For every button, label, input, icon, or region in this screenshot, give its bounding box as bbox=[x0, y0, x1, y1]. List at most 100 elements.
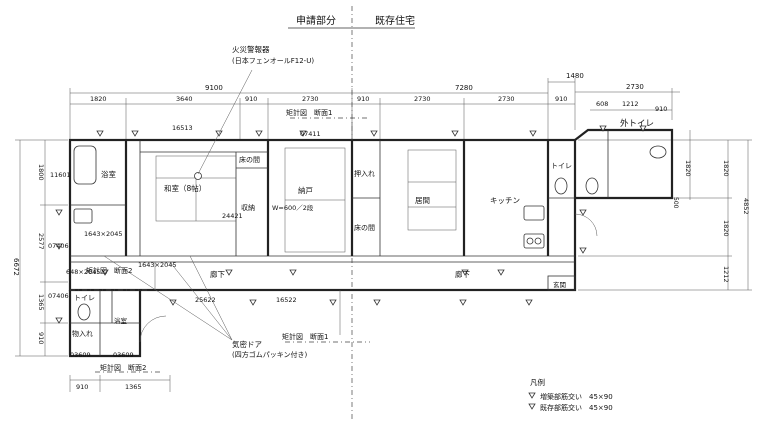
room-washitsu: 和室（8帖） bbox=[164, 183, 206, 193]
fixtures bbox=[73, 145, 667, 343]
outer-toilet-urinal-icon bbox=[585, 177, 599, 195]
legend-row-existing: 既存部筋交い 45×90 bbox=[540, 403, 613, 412]
mark-07411: 07411 bbox=[300, 130, 321, 138]
dim-seg-8: 910 bbox=[555, 95, 567, 103]
left-dimensions: 6672 1800 2577 1365 910 bbox=[12, 139, 68, 357]
dim-bottom-2: 1365 bbox=[125, 383, 142, 391]
dim-right-seg-3: 1212 bbox=[722, 266, 730, 283]
legend: 凡例 増築部筋交い 45×90 既存部筋交い 45×90 bbox=[528, 377, 613, 412]
dim-offset: 1480 bbox=[566, 72, 584, 80]
room-entrance: 玄関 bbox=[553, 280, 566, 289]
dim-total-left: 9100 bbox=[205, 84, 223, 92]
top-dimensions: 9100 7280 1480 2730 1820 3640 910 2730 9… bbox=[69, 72, 680, 140]
washbasin-icon bbox=[73, 208, 93, 224]
room-corridor-2: 廊下 bbox=[455, 269, 470, 279]
kitchen-sink-icon bbox=[523, 205, 545, 221]
legend-marker-new bbox=[528, 392, 536, 399]
dim-seg-1: 1820 bbox=[90, 95, 107, 103]
room-bath: 浴室 bbox=[101, 169, 116, 179]
dim-seg-7: 2730 bbox=[498, 95, 515, 103]
legend-marker-existing bbox=[528, 403, 536, 410]
section-label-bottom: 矩計図 断面2 bbox=[100, 363, 146, 372]
dim-toilet-width: 2730 bbox=[626, 83, 644, 91]
mark-03609-b: 03609 bbox=[113, 351, 134, 359]
dim-bottom-1: 910 bbox=[76, 383, 88, 391]
room-storage: 収納 bbox=[241, 203, 255, 212]
door-swing-icon bbox=[574, 213, 598, 237]
dim-right-seg-2: 1820 bbox=[722, 220, 730, 237]
dim-left-seg-4: 910 bbox=[37, 332, 45, 344]
room-nando: 納戸 bbox=[298, 185, 313, 195]
room-living: 居間 bbox=[415, 196, 430, 205]
door-note-detail: (四方ゴムパッキン付き) bbox=[232, 350, 308, 359]
dim-seg-5: 910 bbox=[357, 95, 369, 103]
mark-07406-a: 07406 bbox=[48, 242, 69, 250]
dim-seg-6: 2730 bbox=[414, 95, 431, 103]
dim-left-total: 6672 bbox=[12, 258, 20, 276]
room-corridor-1: 廊下 bbox=[210, 269, 225, 279]
dim-seg-3: 910 bbox=[245, 95, 257, 103]
outer-toilet-outline bbox=[574, 128, 674, 200]
dim-total-right: 7280 bbox=[455, 84, 473, 92]
door-swing-icon bbox=[139, 315, 167, 343]
bottom-dimensions: 910 1365 bbox=[69, 375, 171, 392]
mark-1643-b: 1643×2045 bbox=[138, 261, 177, 269]
mark-16513: 16513 bbox=[172, 124, 193, 132]
right-dimensions: 4852 1820 1820 1212 1820 500 bbox=[578, 130, 752, 291]
legend-row-new: 増築部筋交い 45×90 bbox=[540, 392, 613, 401]
lower-toilet-bowl-icon bbox=[77, 303, 91, 321]
room-bath-small: 浴室 bbox=[114, 316, 128, 325]
leader-lines bbox=[103, 69, 253, 341]
section-markers bbox=[70, 117, 370, 373]
door-note-title: 気密ドア bbox=[232, 339, 262, 349]
room-nando-note: W=600／2段 bbox=[272, 203, 314, 212]
dim-toilet-seg-1: 608 bbox=[596, 100, 608, 108]
section-label-left: 矩計図 断面2 bbox=[86, 266, 132, 275]
mark-648: 648×2045 bbox=[66, 268, 100, 276]
dim-left-seg-2: 2577 bbox=[37, 233, 45, 250]
header-existing-house: 既存住宅 bbox=[375, 14, 415, 27]
toilet-bowl-icon bbox=[554, 177, 568, 195]
dim-seg-4: 2730 bbox=[302, 95, 319, 103]
dim-right-seg-1: 1820 bbox=[722, 160, 730, 177]
header-applied-part: 申請部分 bbox=[296, 14, 336, 27]
bathtub-icon bbox=[73, 145, 97, 185]
main-outline bbox=[68, 138, 577, 292]
room-tokonoma2: 床の間 bbox=[354, 223, 375, 232]
mark-11601: 11601 bbox=[50, 171, 71, 179]
alarm-label: 火災警報器 bbox=[232, 44, 270, 54]
room-toilet-left: トイレ bbox=[74, 294, 95, 302]
labels: 火災警報器 (日本フェンオールF12-U) 矩計図 断面1 矩計図 断面2 矩計… bbox=[48, 44, 654, 372]
room-storage2: 物入れ bbox=[72, 329, 93, 338]
building-walls bbox=[68, 128, 674, 358]
entrance-box bbox=[547, 275, 576, 291]
mark-07406-b: 07406 bbox=[48, 292, 69, 300]
mark-1643-a: 1643×2045 bbox=[84, 230, 123, 238]
smoke-alarm-icon bbox=[194, 172, 202, 180]
dim-left-seg-1: 1800 bbox=[37, 164, 45, 181]
stove-icon bbox=[523, 233, 545, 249]
mark-25622: 25622 bbox=[195, 296, 216, 304]
section-label-mid: 矩計図 断面1 bbox=[282, 332, 328, 341]
header: 申請部分 既存住宅 bbox=[288, 6, 415, 420]
dim-toilet-seg-3: 910 bbox=[655, 105, 667, 113]
dim-left-seg-3: 1365 bbox=[37, 294, 45, 311]
room-kitchen: キッチン bbox=[490, 196, 520, 205]
dim-toilet-seg-2: 1212 bbox=[622, 100, 639, 108]
mark-24421: 24421 bbox=[222, 212, 243, 220]
dim-right-total: 4852 bbox=[742, 198, 750, 215]
mark-16522: 16522 bbox=[276, 296, 297, 304]
room-outer-toilet: 外トイレ bbox=[620, 118, 654, 129]
dim-toilet-small: 500 bbox=[672, 197, 679, 209]
room-toilet-right: トイレ bbox=[551, 162, 572, 170]
outer-toilet-bowl-icon bbox=[649, 145, 667, 159]
room-oshiire: 押入れ bbox=[354, 169, 375, 178]
room-tokonoma: 床の間 bbox=[239, 155, 260, 164]
dim-toilet-depth: 1820 bbox=[684, 160, 692, 177]
section-label-top: 矩計図 断面1 bbox=[286, 108, 332, 117]
mark-03609-a: 03609 bbox=[70, 351, 91, 359]
alarm-model-label: (日本フェンオールF12-U) bbox=[232, 56, 314, 65]
legend-title: 凡例 bbox=[530, 377, 545, 387]
dim-seg-2: 3640 bbox=[176, 95, 193, 103]
